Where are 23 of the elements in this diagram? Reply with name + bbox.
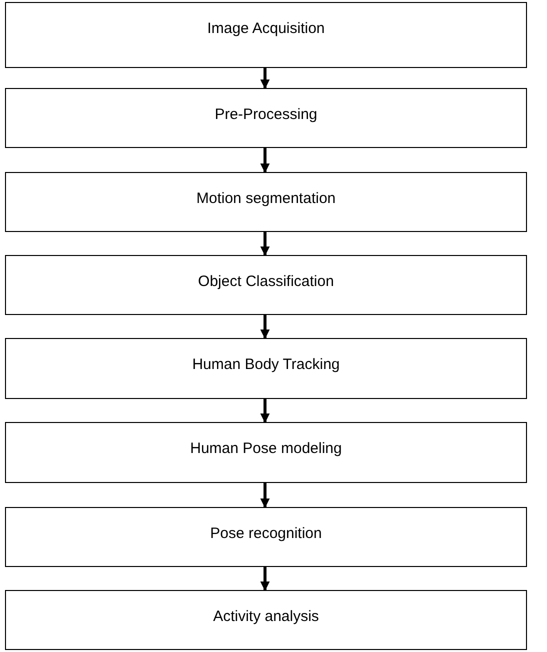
box-label: Activity analysis (213, 607, 319, 627)
process-box (5, 422, 527, 483)
box-label: Image Acquisition (207, 19, 325, 39)
process-box (5, 338, 527, 399)
process-box (5, 255, 527, 315)
arrow (260, 567, 270, 591)
process-box (5, 590, 527, 650)
process-box (5, 88, 527, 148)
arrow (260, 148, 270, 173)
arrow (260, 68, 270, 89)
arrow (260, 399, 270, 423)
arrow (260, 315, 270, 339)
box-label: Human Body Tracking (192, 355, 340, 375)
arrow (260, 483, 270, 508)
process-box (5, 507, 527, 567)
box-label: Motion segmentation (196, 189, 336, 209)
box-label: Pose recognition (210, 524, 322, 544)
process-box (5, 172, 527, 232)
box-label: Human Pose modeling (190, 439, 342, 459)
arrow (260, 232, 270, 256)
box-label: Object Classification (198, 272, 334, 292)
box-label: Pre-Processing (214, 105, 318, 125)
process-box (5, 2, 527, 68)
